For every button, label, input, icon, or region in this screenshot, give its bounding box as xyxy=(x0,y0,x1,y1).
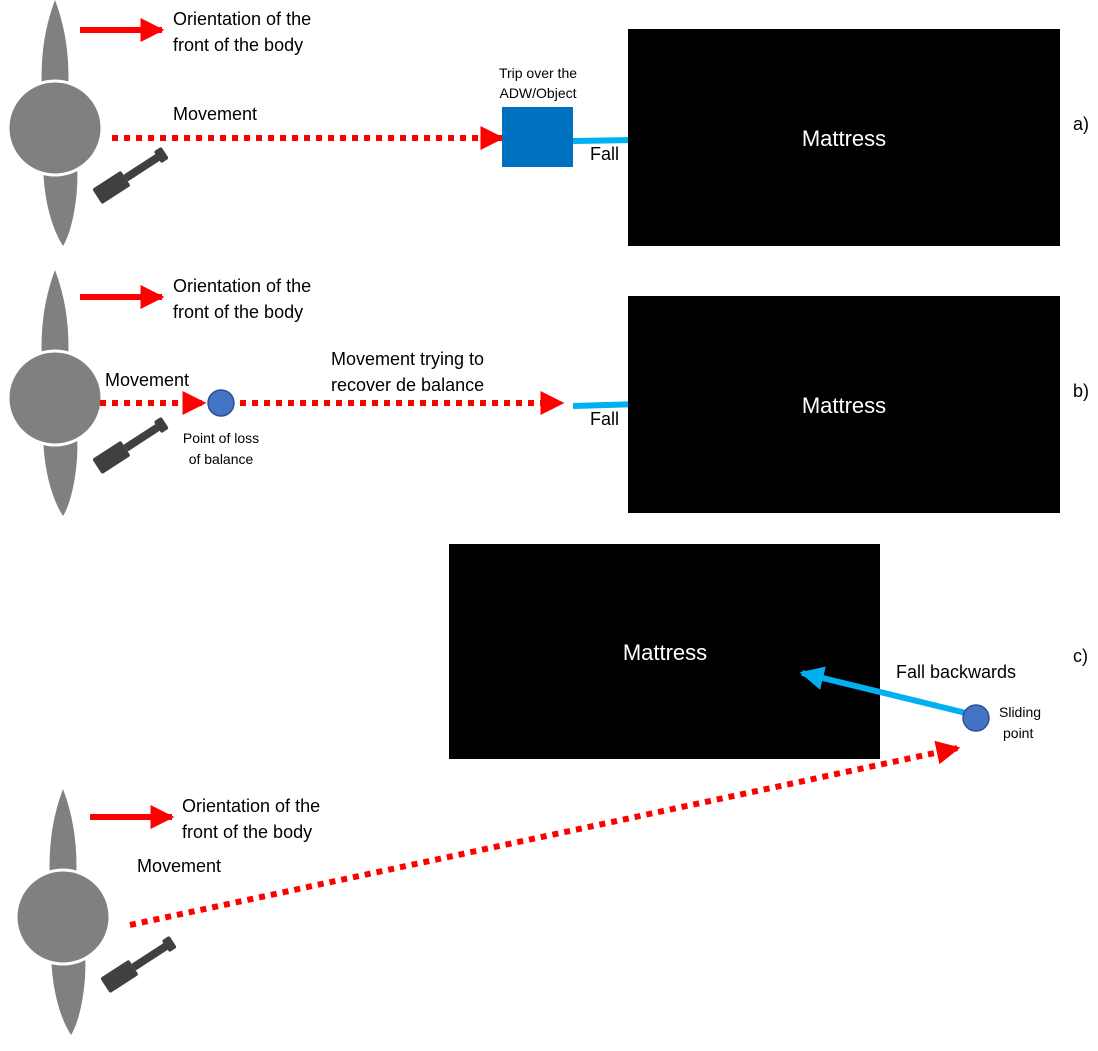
obstacle-label-a-line1: Trip over the xyxy=(499,65,577,81)
orientation-label-c-line1: Orientation of the xyxy=(182,796,320,816)
orientation-label-c-line2: front of the body xyxy=(182,822,312,842)
fall-label-b: Fall xyxy=(590,409,619,429)
obstacle-adw-box xyxy=(502,107,573,167)
orientation-label-a-line1: Orientation of the xyxy=(173,9,311,29)
panel-tag-a: a) xyxy=(1073,114,1089,134)
panel-c: Mattress c) Fall backwards Sliding point… xyxy=(14,544,1088,1037)
mattress-label-b: Mattress xyxy=(802,393,886,418)
fall-label-c: Fall backwards xyxy=(896,662,1016,682)
panel-tag-b: b) xyxy=(1073,381,1089,401)
sliding-label-line1: Sliding xyxy=(999,704,1041,720)
fall-backwards-arrow xyxy=(799,666,967,716)
loss-point-label-line1: Point of loss xyxy=(183,430,259,446)
mattress-a xyxy=(628,29,1060,246)
panel-tag-c: c) xyxy=(1073,646,1088,666)
movement-label-a: Movement xyxy=(173,104,257,124)
loss-of-balance-point xyxy=(207,389,235,417)
orientation-label-a-line2: front of the body xyxy=(173,35,303,55)
fall-label-a: Fall xyxy=(590,144,619,164)
mattress-label-a: Mattress xyxy=(802,126,886,151)
panel-b: Orientation of the front of the body Mov… xyxy=(6,268,1089,518)
recover-label-line2: recover de balance xyxy=(331,375,484,395)
mattress-b xyxy=(628,296,1060,513)
recover-label-line1: Movement trying to xyxy=(331,349,484,369)
panel-a: Orientation of the front of the body Mov… xyxy=(6,0,1089,248)
obstacle-label-a-line2: ADW/Object xyxy=(499,85,576,101)
sliding-label-line2: point xyxy=(1003,725,1033,741)
person-b-icon xyxy=(6,268,172,518)
orientation-label-b-line2: front of the body xyxy=(173,302,303,322)
sliding-point xyxy=(962,704,990,732)
movement-label-b: Movement xyxy=(105,370,189,390)
orientation-label-b-line1: Orientation of the xyxy=(173,276,311,296)
person-a-icon xyxy=(6,0,172,248)
mattress-c xyxy=(449,544,880,759)
movement-label-c: Movement xyxy=(137,856,221,876)
loss-point-label-line2: of balance xyxy=(189,451,254,467)
movement-line-c xyxy=(129,740,961,928)
person-c-icon xyxy=(14,787,180,1037)
mattress-label-c: Mattress xyxy=(623,640,707,665)
